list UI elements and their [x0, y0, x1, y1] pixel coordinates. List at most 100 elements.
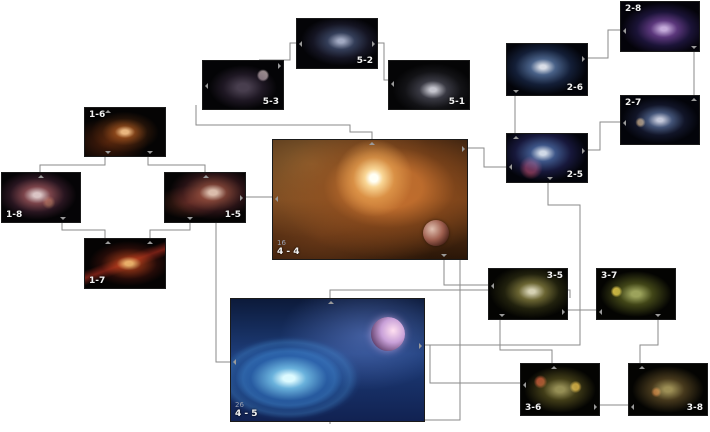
- level-node-5-2[interactable]: 5-2: [296, 18, 378, 69]
- connector-icon: [655, 314, 661, 317]
- nebula-image: [389, 61, 469, 109]
- connector-icon: [38, 175, 44, 178]
- level-label: 3-8: [686, 403, 703, 413]
- connector-icon: [391, 81, 394, 87]
- level-label: 5-1: [448, 97, 465, 107]
- connector-icon: [441, 254, 447, 257]
- connector-icon: [278, 63, 281, 69]
- planet-icon: [423, 220, 449, 246]
- level-node-2-5[interactable]: 2-5: [506, 133, 588, 183]
- connector-icon: [639, 366, 645, 369]
- link-1-6-1-8: [39, 157, 106, 172]
- connector-icon: [551, 366, 557, 369]
- nebula-image: [231, 299, 424, 421]
- nebula-image: [621, 96, 699, 144]
- nebula-image: [507, 134, 587, 182]
- nebula-image: [2, 173, 80, 222]
- connector-icon: [582, 148, 585, 154]
- connector-icon: [691, 46, 697, 49]
- nebula-image: [507, 44, 587, 95]
- link-4-4-2-5: [468, 147, 506, 168]
- connector-icon: [594, 404, 597, 410]
- connector-icon: [369, 142, 375, 145]
- link-1-5-1-7: [149, 223, 191, 238]
- level-label: 1-6: [89, 110, 106, 120]
- level-node-1-7[interactable]: 1-7: [84, 238, 166, 289]
- level-node-2-7[interactable]: 2-7: [620, 95, 700, 145]
- connector-icon: [491, 283, 494, 289]
- link-1-6-1-5: [147, 157, 206, 172]
- level-label: 4 - 4: [277, 247, 300, 257]
- connector-icon: [105, 241, 111, 244]
- level-label: 2-5: [566, 170, 583, 180]
- connector-icon: [203, 175, 209, 178]
- link-1-8-1-7: [61, 223, 106, 238]
- nebula-image: [165, 173, 245, 222]
- connector-icon: [523, 382, 526, 388]
- level-node-2-8[interactable]: 2-8: [620, 1, 700, 52]
- nebula-image: [621, 2, 699, 51]
- connector-icon: [299, 41, 302, 47]
- connector-icon: [105, 151, 111, 154]
- nebula-image: [489, 269, 567, 319]
- level-label: 3-6: [525, 403, 542, 413]
- level-node-4-5[interactable]: 26 4 - 5: [230, 298, 425, 422]
- connector-icon: [623, 120, 626, 126]
- nebula-image: [521, 364, 599, 415]
- level-node-3-7[interactable]: 3-7: [596, 268, 676, 320]
- connector-icon: [513, 90, 519, 93]
- level-label: 2-7: [625, 98, 642, 108]
- level-node-1-5[interactable]: 1-5: [164, 172, 246, 223]
- connector-icon: [499, 314, 505, 317]
- link-5-3-5-2: [259, 42, 297, 61]
- nebula-image: [629, 364, 707, 415]
- level-node-2-6[interactable]: 2-6: [506, 43, 588, 96]
- connector-icon: [147, 241, 153, 244]
- planet-icon: [371, 317, 405, 351]
- connector-icon: [513, 136, 519, 139]
- level-label: 5-3: [262, 97, 279, 107]
- link-4-4-3-5: [443, 258, 490, 286]
- level-node-4-4[interactable]: 16 4 - 4: [272, 139, 468, 260]
- connector-icon: [623, 28, 626, 34]
- nebula-image: [85, 239, 165, 288]
- nebula-image: [597, 269, 675, 319]
- connector-icon: [60, 217, 66, 220]
- level-stars-count: 16: [277, 239, 286, 247]
- connector-icon: [205, 83, 208, 89]
- level-label: 2-6: [566, 83, 583, 93]
- connector-icon: [509, 164, 512, 170]
- link-1-5-4-5: [215, 223, 230, 363]
- connector-icon: [328, 301, 334, 304]
- level-label: 3-5: [546, 271, 563, 281]
- level-label: 5-2: [356, 56, 373, 66]
- link-2-7-2-5: [587, 121, 620, 151]
- level-node-5-1[interactable]: 5-1: [388, 60, 470, 110]
- level-node-1-8[interactable]: 1-8: [1, 172, 81, 223]
- connector-icon: [599, 309, 602, 315]
- level-label: 1-5: [224, 210, 241, 220]
- level-label: 3-7: [601, 271, 618, 281]
- level-node-3-8[interactable]: 3-8: [628, 363, 708, 416]
- connector-icon: [419, 343, 422, 349]
- connector-icon: [691, 98, 697, 101]
- level-node-1-6[interactable]: 1-6: [84, 107, 166, 157]
- level-stars-count: 26: [235, 401, 244, 409]
- nebula-image: [203, 61, 283, 109]
- connector-icon: [147, 151, 153, 154]
- connector-icon: [372, 41, 375, 47]
- link-4-5-3-6: [425, 344, 520, 384]
- connector-icon: [233, 359, 236, 365]
- level-node-3-6[interactable]: 3-6: [520, 363, 600, 416]
- nebula-image: [297, 19, 377, 68]
- link-3-5-3-6: [499, 320, 553, 365]
- level-node-5-3[interactable]: 5-3: [202, 60, 284, 110]
- connector-icon: [631, 404, 634, 410]
- connector-icon: [582, 56, 585, 62]
- connector-icon: [240, 195, 243, 201]
- level-label: 1-8: [6, 210, 23, 220]
- link-5-3-4-4: [195, 105, 373, 139]
- connector-icon: [275, 196, 278, 202]
- level-node-3-5[interactable]: 3-5: [488, 268, 568, 320]
